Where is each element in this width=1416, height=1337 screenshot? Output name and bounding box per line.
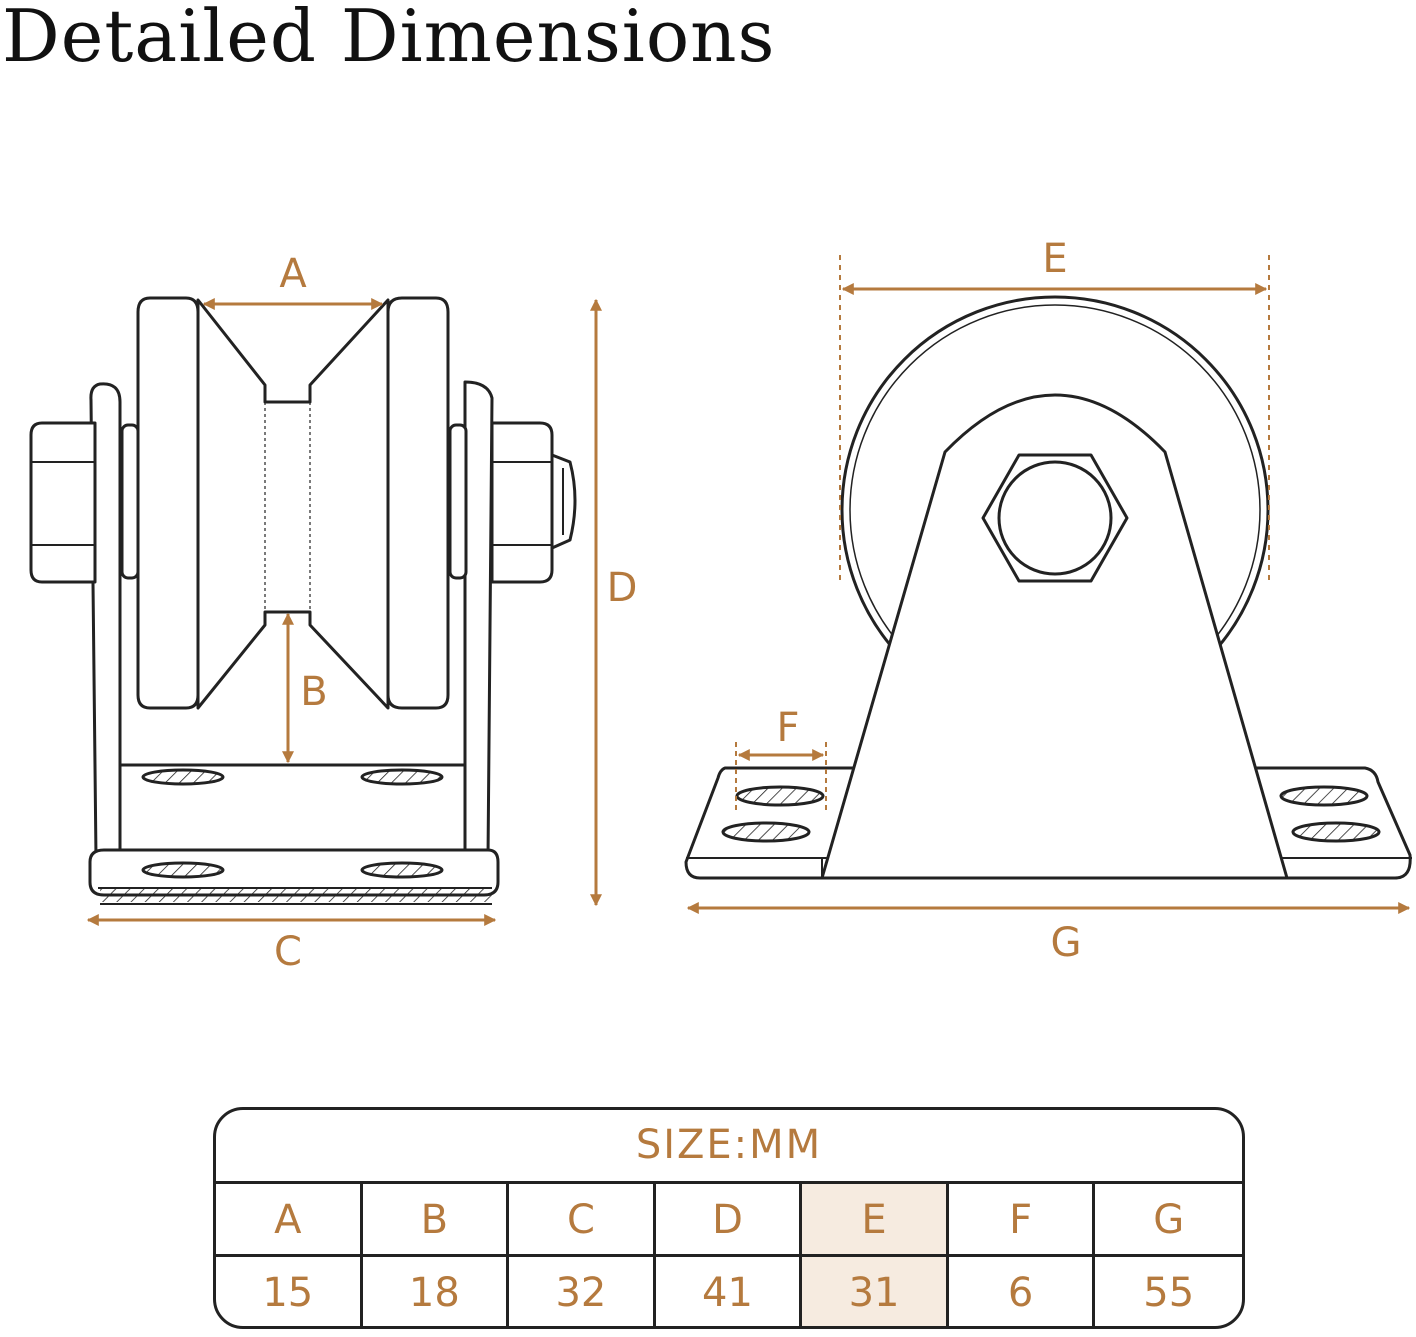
- left-nut: [29, 421, 97, 584]
- size-table: SIZE:MM A B C D E F G 15 18 32 41 31 6 5…: [213, 1107, 1245, 1329]
- side-bracket: [820, 393, 1289, 880]
- mount-hole: [360, 768, 444, 786]
- label-a: A: [279, 251, 307, 297]
- header-b: B: [362, 1184, 510, 1257]
- slot-hole: [721, 821, 811, 843]
- front-dimensions: [86, 298, 602, 926]
- wheel-right-flange: [386, 296, 450, 710]
- size-table-title: SIZE:MM: [216, 1110, 1242, 1184]
- header-c: C: [509, 1184, 656, 1257]
- value-e: 31: [802, 1257, 949, 1326]
- right-bracket-arm: [463, 380, 494, 867]
- size-table-grid: A B C D E F G 15 18 32 41 31 6 55: [216, 1184, 1242, 1326]
- label-b: B: [300, 669, 327, 715]
- side-view: [684, 295, 1412, 880]
- base-plate-hatch: [100, 888, 492, 902]
- slot-hole: [735, 785, 825, 807]
- slot-hole: [1279, 785, 1369, 807]
- value-g: 55: [1143, 1270, 1195, 1316]
- header-d: D: [655, 1184, 803, 1257]
- side-dimensions: [686, 255, 1411, 914]
- header-f: F: [948, 1184, 1096, 1257]
- slot-hole: [1291, 821, 1381, 843]
- label-c: C: [274, 929, 302, 975]
- value-f: 6: [949, 1257, 1096, 1326]
- base-plate: [88, 848, 500, 897]
- side-axle: [997, 460, 1113, 576]
- value-d: 41: [656, 1257, 803, 1326]
- mount-hole: [141, 768, 225, 786]
- v-groove: [196, 298, 390, 710]
- mount-hole: [141, 861, 225, 879]
- left-bracket-arm: [89, 382, 122, 867]
- label-d: D: [607, 565, 638, 611]
- right-nut: [490, 421, 554, 584]
- front-view: [29, 296, 577, 905]
- label-g: G: [1051, 920, 1082, 966]
- mount-hole: [360, 861, 444, 879]
- page-title: Detailed Dimensions: [2, 0, 776, 78]
- header-e: E: [802, 1184, 949, 1257]
- value-b: 18: [363, 1257, 510, 1326]
- value-c: 32: [509, 1257, 656, 1326]
- header-g: G: [1095, 1184, 1242, 1257]
- label-f: F: [776, 705, 799, 751]
- wheel-left-flange: [136, 296, 200, 710]
- header-a: A: [216, 1184, 363, 1257]
- label-e: E: [1042, 236, 1067, 282]
- value-a: 15: [216, 1257, 363, 1326]
